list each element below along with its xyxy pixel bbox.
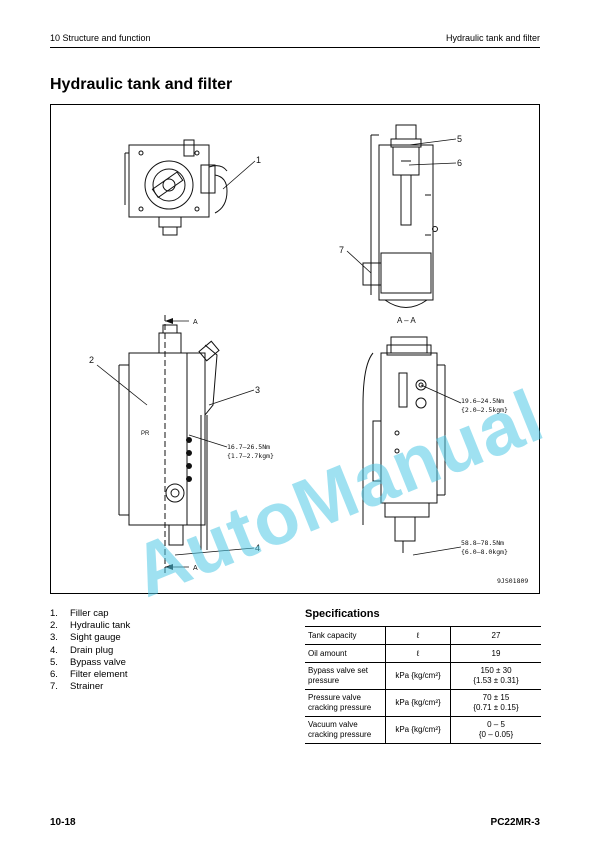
callout-5: 5 [457,134,462,144]
table-row: Tank capacity ℓ 27 [305,626,541,645]
table-row: Bypass valve set pressure kPa {kg/cm²} 1… [305,662,541,690]
part-number: 4. [50,644,58,656]
spec-value-alt: {0.71 ± 0.15} [473,703,519,712]
list-item: 5. Bypass valve [50,657,130,669]
header-rule [50,47,540,48]
part-name: Sight gauge [70,632,121,644]
svg-text:PR: PR [141,431,150,437]
part-name: Bypass valve [70,656,126,668]
spec-unit: kPa {kg/cm²} [385,716,451,744]
part-name: Filler cap [70,608,109,619]
page-title: Hydraulic tank and filter [50,76,233,93]
spec-value-main: 70 ± 15 [482,693,510,702]
list-item: 4. Drain plug [50,645,130,657]
part-name: Hydraulic tank [70,620,131,632]
list-item: 3. Sight gauge [50,632,130,644]
spec-value-main: 0 – 5 [487,720,505,729]
table-row: Vacuum valve cracking pressure kPa {kg/c… [305,716,541,744]
annotation-texts: A – A A A 16.7–26.5Nm {1.7–2.7kgm} 19.6–… [193,316,528,585]
top-view-drawing [124,139,228,236]
arrow-label-top: A [193,319,198,326]
torque-1-line2: {1.7–2.7kgm} [227,452,274,460]
front-view-drawing [362,336,446,553]
callout-labels: 1 2 3 4 5 6 7 [89,134,462,553]
spec-label: Tank capacity [305,626,386,645]
spec-value-alt: {1.53 ± 0.31} [473,676,519,685]
spec-unit: kPa {kg/cm²} [385,662,451,690]
spec-label: Oil amount [305,644,386,663]
list-item: 7. Strainer [50,681,130,693]
part-number: 5. [50,656,58,668]
part-name: Drain plug [70,644,114,656]
spec-value-main: 150 ± 30 [480,666,512,675]
part-number: 2. [50,620,58,632]
part-number: 7. [50,681,58,693]
callout-2: 2 [89,355,94,365]
callout-1: 1 [256,155,261,165]
list-item: 1. Filler cap [50,608,130,620]
section-label: A – A [397,316,416,325]
spec-value: 70 ± 15{0.71 ± 0.15} [450,689,541,717]
spec-value: 27 [450,626,541,645]
table-row: Oil amount ℓ 19 [305,644,541,663]
side-view-drawing: PR [118,315,220,573]
torque-1-line1: 16.7–26.5Nm [227,443,270,451]
part-number: 3. [50,632,58,644]
table-row: Pressure valve cracking pressure kPa {kg… [305,689,541,717]
spec-value-main: 19 [491,648,501,658]
callout-6: 6 [457,158,462,168]
spec-label: Pressure valve cracking pressure [305,689,386,717]
callout-7: 7 [339,245,344,255]
page-number: 10-18 [50,817,76,828]
torque-2-line1: 19.6–24.5Nm [461,397,504,405]
part-name: Strainer [70,681,104,693]
part-number: 6. [50,669,58,681]
section-view-drawing [362,124,438,308]
model-name: PC22MR-3 [490,817,540,828]
callout-3: 3 [255,385,260,395]
torque-3-line1: 58.8–78.5Nm [461,539,504,547]
spec-value: 150 ± 30{1.53 ± 0.31} [450,662,541,690]
hydraulic-tank-drawing: PR [89,124,528,585]
callout-4: 4 [255,543,260,553]
spec-value: 0 – 5{0 – 0.05} [450,716,541,744]
arrow-label-bottom: A [193,565,198,572]
figure-id: 9JS01809 [497,577,528,585]
spec-value: 19 [450,644,541,663]
technical-drawing-frame: PR [50,104,554,613]
torque-2-line2: {2.0–2.5kgm} [461,406,508,414]
spec-value-main: 27 [491,630,501,640]
header-section: 10 Structure and function [50,33,151,43]
list-item: 2. Hydraulic tank [50,620,130,632]
parts-list: 1. Filler cap 2. Hydraulic tank 3. Sight ga… [50,608,130,693]
part-name: Filter element [70,669,128,681]
list-item: 6. Filter element [50,669,130,681]
spec-value-alt: {0 – 0.05} [478,730,514,739]
spec-unit: ℓ [385,644,451,663]
spec-unit: kPa {kg/cm²} [385,689,451,717]
spec-label: Vacuum valve cracking pressure [305,716,386,744]
torque-3-line2: {6.0–8.0kgm} [461,548,508,556]
specs-title: Specifications [305,608,380,620]
part-number: 1. [50,608,58,619]
leader-lines [96,138,462,568]
header-topic: Hydraulic tank and filter [445,33,540,43]
spec-label: Bypass valve set pressure [305,662,386,690]
spec-unit: ℓ [385,626,451,645]
specs-table: Tank capacity ℓ 27 Oil amount ℓ 19 Bypas… [305,626,541,744]
